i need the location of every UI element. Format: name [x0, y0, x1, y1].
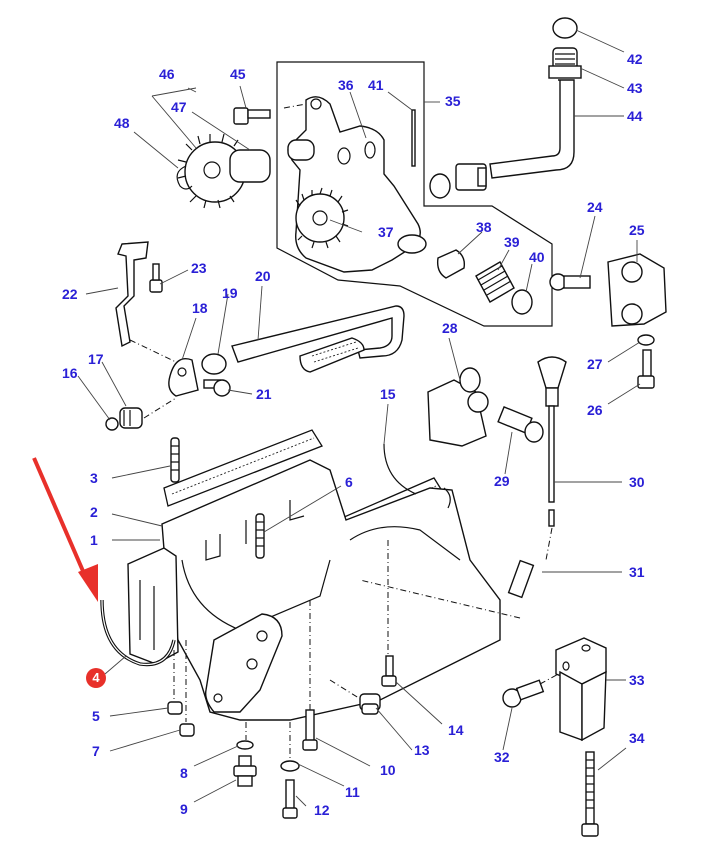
callout-34[interactable]: 34 — [629, 730, 645, 746]
callout-1[interactable]: 1 — [90, 532, 98, 548]
bolt-14 — [381, 655, 397, 687]
callout-12[interactable]: 12 — [314, 802, 330, 818]
callout-11[interactable]: 11 — [345, 784, 360, 800]
socket-screw — [502, 679, 545, 708]
pipe-olive — [552, 17, 578, 39]
strainer-screen — [299, 337, 365, 373]
bolt-12 — [282, 779, 298, 819]
callout-35[interactable]: 35 — [445, 93, 461, 109]
bolt-10 — [302, 709, 318, 751]
relief-valve-spring — [475, 261, 515, 303]
callout-37[interactable]: 37 — [378, 224, 394, 240]
drain-plug — [233, 755, 257, 787]
circlip — [176, 165, 193, 190]
callout-19[interactable]: 19 — [222, 285, 238, 301]
dipstick — [537, 356, 567, 503]
callout-6[interactable]: 6 — [345, 474, 353, 490]
idler-gear — [177, 133, 271, 209]
pump-gear — [295, 187, 349, 249]
relief-valve-cap — [511, 289, 533, 315]
bracket-bolt — [149, 263, 163, 293]
callout-47[interactable]: 47 — [171, 99, 187, 115]
callout-25[interactable]: 25 — [629, 222, 645, 238]
suction-pipe — [231, 305, 405, 363]
nut-7 — [179, 723, 195, 737]
callout-31[interactable]: 31 — [629, 564, 645, 580]
callout-41[interactable]: 41 — [368, 77, 384, 93]
plug-13 — [359, 693, 381, 715]
strainer-clamp — [168, 358, 199, 397]
valve-body-bolt — [637, 349, 655, 389]
idler-bolt — [233, 107, 271, 125]
valve-body-upper — [607, 253, 667, 327]
strainer-plug — [105, 417, 119, 431]
sump-stud-3 — [170, 437, 180, 483]
callout-46[interactable]: 46 — [159, 66, 175, 82]
highlight-arrow — [32, 457, 98, 602]
pipe-fitting — [429, 163, 487, 199]
relief-valve-plunger — [436, 249, 466, 279]
callout-4-highlighted[interactable]: 4 — [86, 668, 106, 688]
callout-32[interactable]: 32 — [494, 749, 510, 765]
valve-body-lower — [427, 367, 489, 447]
callout-20[interactable]: 20 — [255, 268, 271, 284]
clamp-bolt — [203, 379, 231, 397]
callout-23[interactable]: 23 — [191, 260, 207, 276]
callout-2[interactable]: 2 — [90, 504, 98, 520]
callout-18[interactable]: 18 — [192, 300, 208, 316]
callout-5[interactable]: 5 — [92, 708, 100, 724]
valve-bolt — [549, 273, 591, 291]
callout-16[interactable]: 16 — [62, 365, 78, 381]
valve-washer — [637, 334, 655, 346]
callout-28[interactable]: 28 — [442, 320, 458, 336]
callout-38[interactable]: 38 — [476, 219, 492, 235]
callout-21[interactable]: 21 — [256, 386, 272, 402]
callout-13[interactable]: 13 — [414, 742, 430, 758]
callout-7[interactable]: 7 — [92, 743, 100, 759]
split-pin — [411, 109, 416, 167]
callout-17[interactable]: 17 — [88, 351, 104, 367]
pump-group-outline — [276, 61, 553, 327]
support-block — [555, 637, 607, 742]
callout-36[interactable]: 36 — [338, 77, 354, 93]
callout-42[interactable]: 42 — [627, 51, 643, 67]
callout-10[interactable]: 10 — [380, 762, 396, 778]
callout-8[interactable]: 8 — [180, 765, 188, 781]
callout-14[interactable]: 14 — [448, 722, 464, 738]
nut-5 — [167, 701, 183, 715]
callout-48[interactable]: 48 — [114, 115, 130, 131]
callout-33[interactable]: 33 — [629, 672, 645, 688]
callout-39[interactable]: 39 — [504, 234, 520, 250]
callout-43[interactable]: 43 — [627, 80, 643, 96]
valve-banjo-bolt — [497, 406, 544, 443]
callout-27[interactable]: 27 — [587, 356, 603, 372]
callout-45[interactable]: 45 — [230, 66, 246, 82]
leader-lines — [77, 29, 641, 807]
callout-44[interactable]: 44 — [627, 108, 643, 124]
drain-plug-washer — [236, 740, 254, 750]
support-bolt — [581, 751, 599, 837]
oil-delivery-pipe — [489, 79, 575, 179]
pipe-union-nut — [548, 47, 582, 79]
callout-15[interactable]: 15 — [380, 386, 396, 402]
dipstick-tube — [507, 559, 535, 599]
callout-24[interactable]: 24 — [587, 199, 603, 215]
oil-sump-body — [127, 459, 521, 760]
washer-11 — [280, 760, 300, 772]
callout-29[interactable]: 29 — [494, 473, 510, 489]
callout-22[interactable]: 22 — [62, 286, 78, 302]
sump-stud-6 — [255, 513, 265, 559]
callout-30[interactable]: 30 — [629, 474, 645, 490]
dipstick-guide-tip — [548, 509, 555, 527]
callout-9[interactable]: 9 — [180, 801, 188, 817]
strainer-adapter — [119, 407, 143, 429]
strainer-seal-ring — [201, 353, 227, 375]
callout-40[interactable]: 40 — [529, 249, 545, 265]
oil-pump-body — [283, 96, 427, 273]
strainer-bracket — [115, 241, 177, 363]
callout-26[interactable]: 26 — [587, 402, 603, 418]
sump-rear-seal — [383, 443, 451, 509]
callout-3[interactable]: 3 — [90, 470, 98, 486]
